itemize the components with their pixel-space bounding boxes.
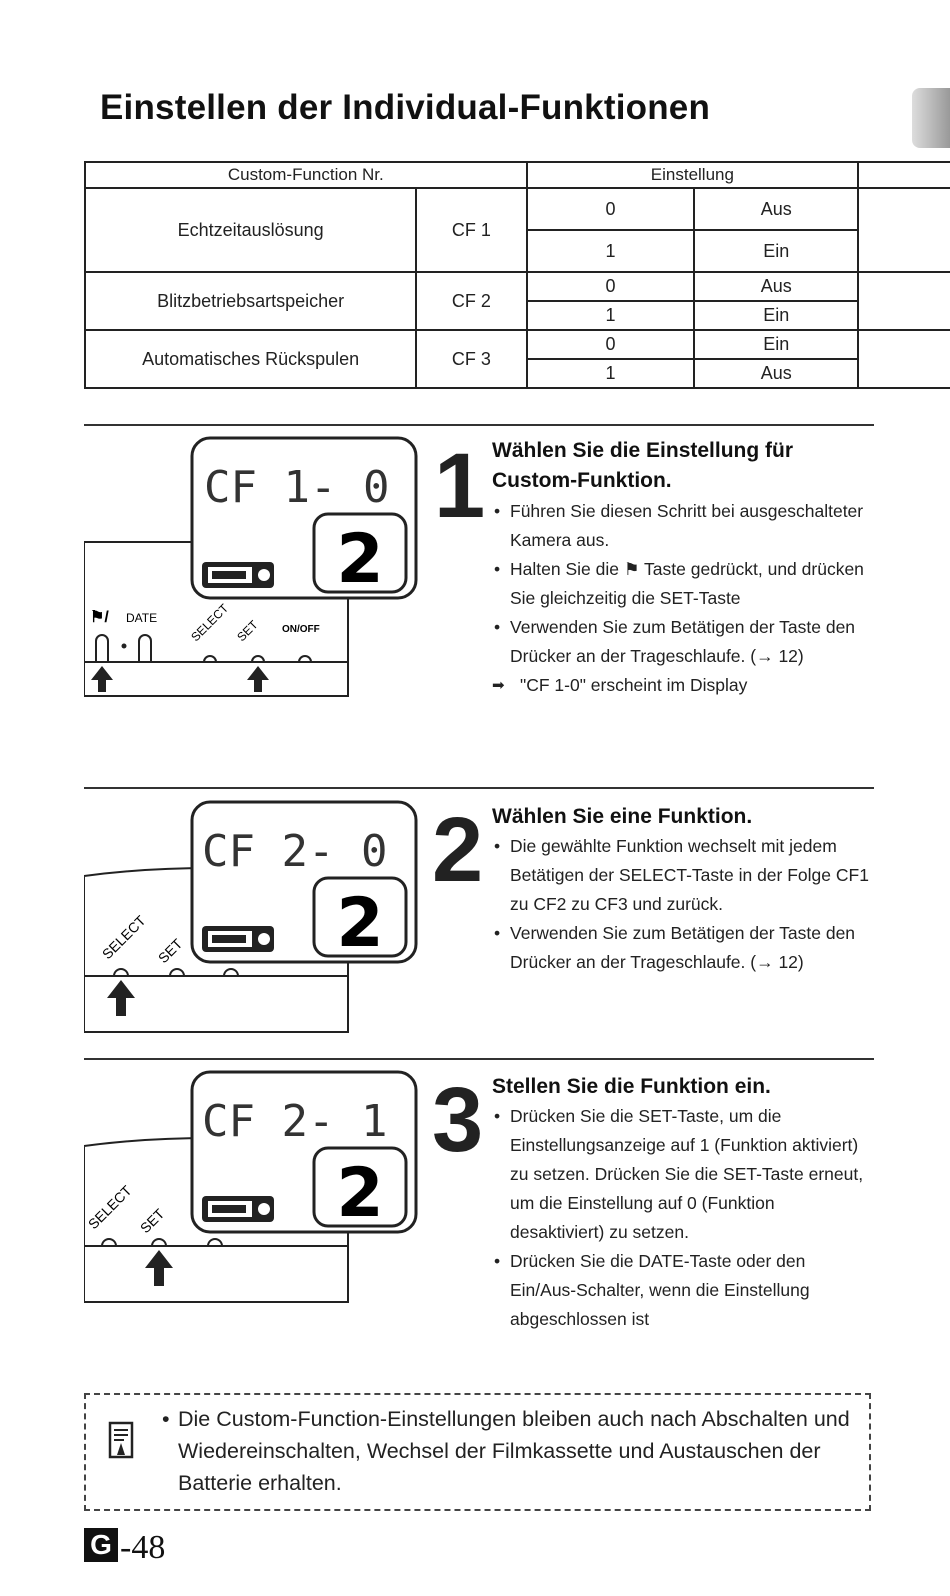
note-box: Die Custom-Function-Einstellungen bleibe…: [84, 1393, 871, 1511]
note-text: Die Custom-Function-Einstellungen bleibe…: [162, 1403, 858, 1499]
list-item: Führen Sie diesen Schritt bei ausgeschal…: [492, 497, 872, 555]
camera-figure-step-1: ⚑/ DATE SELECT SET ON/OFF CF 1- 0 2: [84, 436, 418, 697]
list-item: Verwenden Sie zum Betätigen der Taste de…: [492, 919, 872, 977]
lcd-counter: 2: [336, 520, 383, 599]
table-row: 1 Ein: [85, 229, 950, 273]
function-name: Echtzeitauslösung: [83, 187, 418, 273]
flag-button-label: ⚑/: [90, 609, 109, 626]
page-number-value: -48: [120, 1529, 166, 1566]
step-heading: Wählen Sie eine Funktion.: [492, 805, 753, 828]
function-code: CF 2: [415, 271, 528, 331]
lcd-counter: 2: [336, 1154, 383, 1233]
custom-function-table: Custom-Function Nr. Einstellung Echtzeit…: [83, 161, 950, 389]
set-button[interactable]: [251, 655, 265, 663]
battery-icon: [202, 1196, 274, 1222]
lcd-readout: CF 1- 0: [204, 462, 389, 513]
step-number: 1: [434, 435, 486, 537]
select-button[interactable]: [203, 655, 217, 663]
setting-value: 0: [525, 271, 696, 302]
set-button[interactable]: [151, 1238, 167, 1247]
step-1-bullets: Führen Sie diesen Schritt bei ausgeschal…: [492, 497, 872, 700]
setting-label: Ein: [693, 229, 860, 273]
setting-value: 1: [525, 229, 696, 273]
function-code: CF 3: [415, 329, 528, 389]
list-item: Die gewählte Funktion wechselt mit jedem…: [492, 832, 872, 919]
function-name: Automatisches Rückspulen: [83, 329, 418, 389]
list-item: Halten Sie die ⚑ Taste gedrückt, und drü…: [492, 555, 872, 613]
note-memo-icon: [108, 1421, 134, 1459]
setting-label: Aus: [693, 187, 860, 231]
set-button[interactable]: [169, 968, 185, 977]
date-button-label: DATE: [126, 611, 157, 625]
flag-button[interactable]: [95, 634, 109, 662]
page-section-letter: G: [84, 1528, 118, 1562]
step-1: ⚑/ DATE SELECT SET ON/OFF CF 1- 0 2 1 Wä…: [84, 436, 884, 776]
divider: [84, 1058, 874, 1060]
function-code: CF 1: [415, 187, 528, 273]
page-number: G-48: [84, 1528, 165, 1567]
result-item: "CF 1-0" erscheint im Display: [492, 671, 872, 700]
battery-icon: [202, 562, 274, 588]
select-button[interactable]: [101, 1238, 117, 1247]
step-heading-line-2: Custom-Funktion.: [492, 469, 672, 492]
step-2-bullets: Die gewählte Funktion wechselt mit jedem…: [492, 832, 872, 977]
select-button[interactable]: [113, 968, 129, 977]
setting-value: 1: [525, 300, 696, 331]
list-item: Verwenden Sie zum Betätigen der Taste de…: [492, 613, 872, 671]
press-arrow-icon: [91, 666, 113, 692]
table-header-function: Custom-Function Nr.: [84, 161, 528, 189]
step-number: 3: [432, 1069, 484, 1171]
table-row: Blitzbetriebsartspeicher CF 2 0 Aus: [83, 271, 950, 331]
press-arrow-icon: [145, 1250, 173, 1286]
setting-label: Ein: [693, 300, 860, 331]
table-empty-cell: [857, 161, 950, 189]
step-3: SELECT SET CF 2- 1 2 3 Stellen Sie die F…: [84, 1070, 884, 1370]
table-row: 1 Aus: [85, 358, 950, 389]
lcd-readout: CF 2- 0: [202, 826, 387, 877]
date-button[interactable]: [138, 634, 152, 662]
setting-value: 0: [525, 329, 696, 360]
divider: [84, 424, 874, 426]
page-title: Einstellen der Individual-Funktionen: [100, 88, 711, 127]
list-item: Drücken Sie die SET-Taste, um die Einste…: [492, 1102, 872, 1247]
step-heading: Wählen Sie die Einstellung für Custom-Fu…: [492, 436, 872, 496]
setting-label: Ein: [693, 329, 860, 360]
divider: [84, 787, 874, 789]
table-header-setting: Einstellung: [525, 161, 860, 189]
table-row: 1 Ein: [85, 300, 950, 331]
lcd-readout: CF 2- 1: [202, 1096, 387, 1147]
press-arrow-icon: [247, 666, 269, 692]
onoff-button[interactable]: [298, 655, 312, 663]
step-heading: Stellen Sie die Funktion ein.: [492, 1075, 771, 1098]
setting-label: Aus: [693, 271, 860, 302]
step-2: SELECT SET CF 2- 0 2 2 Wählen Sie eine F…: [84, 800, 884, 1050]
onoff-button-label: ON/OFF: [282, 624, 320, 635]
function-name: Blitzbetriebsartspeicher: [83, 271, 418, 331]
step-heading-line-1: Wählen Sie die Einstellung für: [492, 439, 794, 462]
setting-label: Aus: [693, 358, 860, 389]
table-row: Echtzeitauslösung CF 1 0 Aus: [83, 187, 950, 273]
setting-value: 1: [525, 358, 696, 389]
list-item: Drücken Sie die DATE-Taste oder den Ein/…: [492, 1247, 872, 1334]
step-number: 2: [432, 799, 484, 901]
press-arrow-icon: [107, 980, 135, 1016]
setting-value: 0: [525, 187, 696, 231]
table-header-row: Custom-Function Nr. Einstellung: [84, 161, 950, 189]
section-tab-marker: [912, 88, 950, 148]
lcd-counter: 2: [336, 884, 383, 963]
step-3-bullets: Drücken Sie die SET-Taste, um die Einste…: [492, 1102, 872, 1334]
camera-figure-step-3: SELECT SET CF 2- 1 2: [84, 1070, 418, 1303]
table-row: Automatisches Rückspulen CF 3 0 Ein: [83, 329, 950, 389]
camera-figure-step-2: SELECT SET CF 2- 0 2: [84, 800, 418, 1033]
battery-icon: [202, 926, 274, 952]
